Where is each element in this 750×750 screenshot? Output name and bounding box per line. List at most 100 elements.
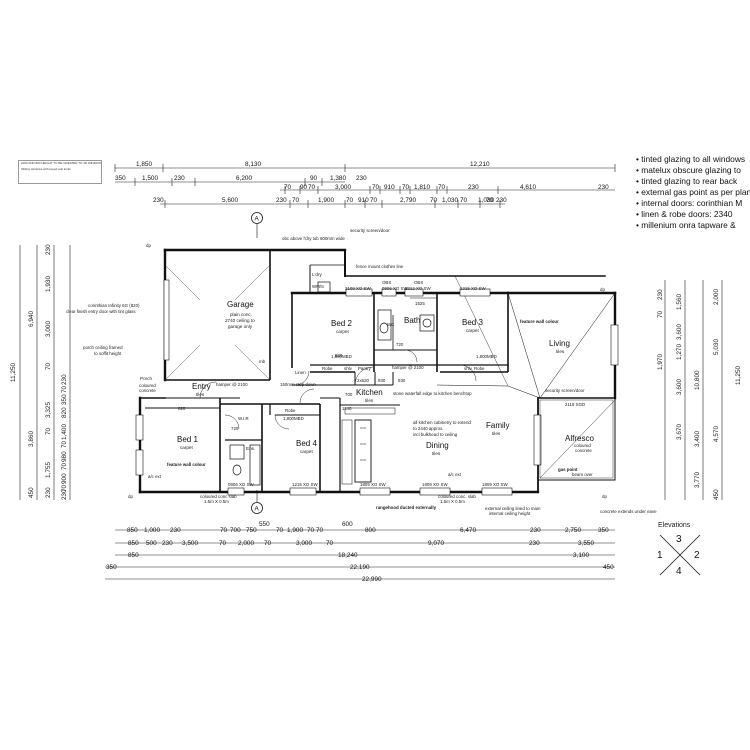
room-dining: Dining	[426, 441, 449, 450]
section-marker-bottom: A	[251, 490, 263, 514]
room-sub: plain conc.	[230, 312, 252, 317]
dim-label: 1,380	[330, 175, 346, 182]
dim-label: 1,000	[144, 527, 160, 534]
room-entry: Entry	[192, 382, 211, 391]
dim-label: 11,250	[10, 362, 17, 382]
annotation: 1140	[342, 406, 352, 411]
dim-label: 550	[259, 521, 270, 528]
room-robe: Robe	[474, 366, 485, 371]
general-notes-box: 2000 AND 800 HEIGHT TO BE GREATER TO 3D …	[18, 160, 102, 184]
dim-label: 1,755	[45, 462, 52, 478]
elevation-number: 3	[676, 534, 682, 545]
dim-label: 6,940	[28, 311, 35, 327]
left-dimension-lines	[19, 245, 71, 500]
dim-label: 70	[438, 184, 446, 191]
room-family: Family	[486, 421, 510, 430]
dim-label: 70	[486, 197, 494, 204]
dim-label: 230	[162, 540, 173, 547]
dim-label: 70	[326, 540, 334, 547]
dim-label: 8,130	[245, 161, 261, 168]
room-wm: WM/S	[312, 284, 324, 289]
bottom-dimension-lines	[105, 529, 615, 580]
room-bed1: Bed 1	[177, 435, 198, 444]
dim-label: 70	[276, 527, 284, 534]
dim-label: 230	[170, 527, 181, 534]
dim-label: 70	[307, 527, 315, 534]
dim-label: 750	[246, 527, 257, 534]
annotation: 1,800MBD	[476, 354, 497, 359]
dim-label: 230	[45, 487, 52, 498]
room-pantry: Pantry	[358, 366, 371, 371]
annotation: fence mount clothes line	[356, 264, 404, 269]
annotation: 720	[396, 342, 404, 347]
annotation: 2109 XO SW	[345, 286, 371, 291]
dim-label: 70	[220, 527, 228, 534]
dim-label: 22,990	[362, 576, 382, 583]
annotation: 2118 SGD	[565, 402, 585, 407]
annotation: hamper @ 2100	[392, 365, 424, 370]
room-robe: Robe	[322, 366, 333, 371]
spec-note: • tinted glazing to all windows	[636, 154, 746, 164]
dim-label: 70	[657, 310, 664, 318]
dim-label: 70	[264, 540, 272, 547]
dim-label: 70	[219, 540, 227, 547]
room-sub: 2740 ceiling to	[225, 318, 255, 323]
elevation-number: 1	[657, 550, 663, 561]
annotation: obc above l'dry tub 600mm wide	[282, 236, 345, 241]
dim-label: 980	[61, 451, 68, 462]
dim-label: 450	[603, 564, 614, 571]
room-sub: concrete	[139, 388, 156, 393]
dim-label: 700	[230, 527, 241, 534]
dim-label: 10,800	[694, 370, 701, 390]
dim-label: 3,000	[335, 184, 351, 191]
annotation: gas point	[558, 467, 578, 472]
room-bath: Bath	[404, 316, 420, 325]
dim-label: 6,470	[460, 527, 476, 534]
annotation: mb	[259, 359, 266, 364]
dim-label: 1,970	[657, 354, 664, 370]
dim-label: 230	[530, 527, 541, 534]
room-sub: tiles	[556, 349, 565, 354]
dim-label: 1,270	[676, 344, 683, 360]
dim-label: 6,200	[236, 175, 252, 182]
room-sub: carpet	[466, 328, 479, 333]
annotation: OBS	[414, 280, 423, 285]
room-sub: concrete	[575, 448, 592, 453]
dim-label: 90	[310, 175, 318, 182]
annotation: 2x620	[357, 378, 370, 383]
dim-label: 70	[45, 362, 52, 370]
wet-area-fixtures	[229, 281, 435, 486]
dim-label: 3,000	[296, 540, 312, 547]
garage-hatch	[164, 264, 271, 381]
dim-label: 18,240	[338, 552, 358, 559]
room-sub: tiles	[196, 392, 205, 397]
dim-label: 850	[127, 527, 138, 534]
room-bed4: Bed 4	[296, 439, 317, 448]
annotation: 1809 XO SW	[422, 482, 448, 487]
spec-note: • linen & robe doors: 2340	[636, 209, 733, 219]
annotation: to soffit height	[94, 351, 122, 356]
room-robe: Robe	[285, 408, 296, 413]
bottom-dimension-text: 850 1,000 230 70 700 750 550 70 1,900 70…	[106, 521, 614, 583]
dim-label: 3,600	[676, 324, 683, 340]
right-dimension-lines	[664, 280, 723, 500]
room-wc: WC	[387, 322, 394, 327]
annotation: OBS	[382, 280, 391, 285]
dim-label: 11,250	[735, 365, 742, 385]
annotation: 150mm step down	[280, 382, 316, 387]
room-sub: carpet	[180, 445, 193, 450]
room-sub: carpet	[336, 329, 349, 334]
annotation: stone waterfall edge to kitchen benchtop	[393, 391, 472, 396]
dim-label: 450	[28, 487, 35, 498]
dim-label: 600	[342, 521, 353, 528]
annotation: coloured conc. slab	[438, 494, 476, 499]
dim-label: 3,100	[573, 552, 589, 559]
dim-label: 1,500	[142, 175, 158, 182]
annotation: 1212 XO SW	[405, 286, 431, 291]
annotation: feature wall colour	[167, 462, 206, 467]
note-line: Sliding windows with keyed anti locks	[21, 166, 71, 171]
section-label: A	[255, 506, 260, 513]
annotation: rangehood ducted externally	[376, 505, 437, 510]
annotation: 0906 XO SW	[382, 286, 408, 291]
dim-label: 800	[365, 527, 376, 534]
